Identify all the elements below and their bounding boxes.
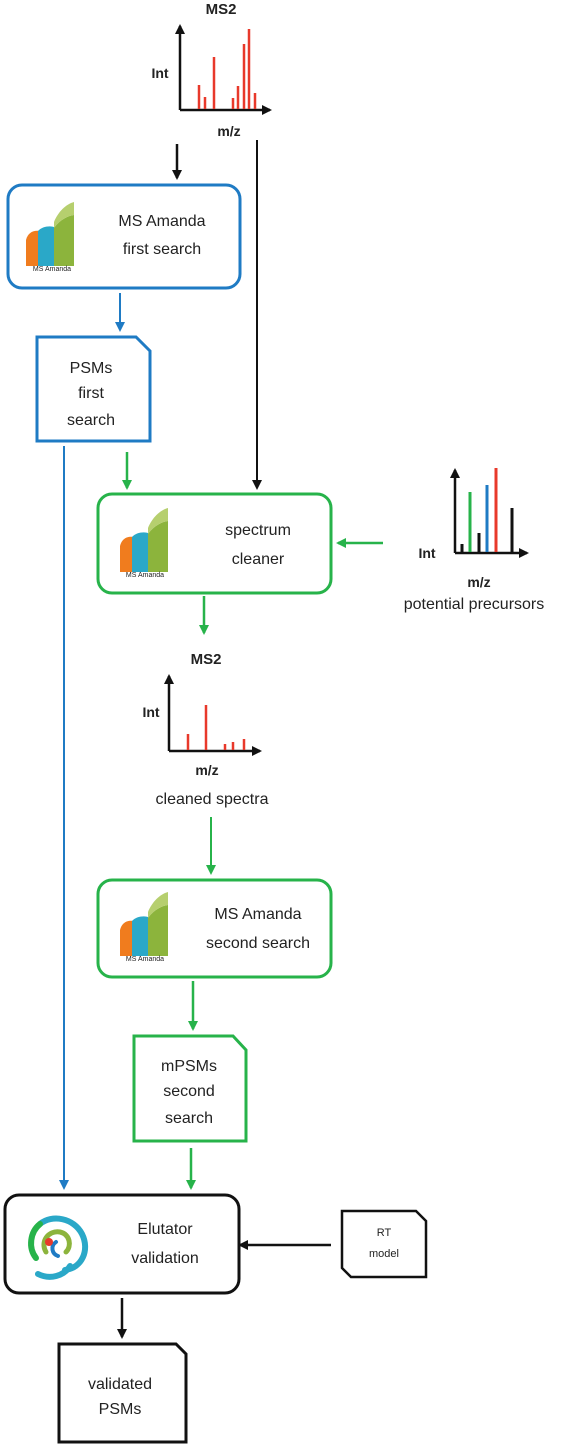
validated-doc xyxy=(57,1342,188,1444)
spectrum-top-xlabel: m/z xyxy=(217,123,240,139)
first-search-line2: first search xyxy=(123,241,201,258)
mpsms-second-line2: second xyxy=(163,1083,215,1100)
spectrum-precursors-peaks xyxy=(460,468,514,552)
spectrum-top-peaks xyxy=(197,29,257,109)
elutator-logo-icon xyxy=(28,1215,89,1280)
first-search-line1: MS Amanda xyxy=(118,213,205,230)
spectrum-cleaner-line2: cleaner xyxy=(232,551,285,568)
spectrum-cleaned: MS2 Int m/z cleaned spectra xyxy=(142,651,268,808)
second-search-line2: second search xyxy=(206,935,310,952)
spectrum-cleaner-logo-text: MS Amanda xyxy=(126,572,164,579)
rt-model-doc xyxy=(340,1209,428,1279)
spectrum-precursors-caption: potential precursors xyxy=(404,596,545,613)
spectrum-cleaned-peaks xyxy=(186,705,246,750)
node-first-search[interactable]: MS Amanda MS Amanda first search xyxy=(6,183,242,290)
node-psms-first[interactable]: PSMs first search xyxy=(35,335,152,443)
spectrum-precursors: Int m/z potential precursors xyxy=(404,468,545,613)
psms-first-line3: search xyxy=(67,412,115,429)
mpsms-second-line1: mPSMs xyxy=(161,1058,217,1075)
mpsms-second-line3: search xyxy=(165,1110,213,1127)
node-mpsms-second[interactable]: mPSMs second search xyxy=(132,1034,248,1143)
node-validated[interactable]: validated PSMs xyxy=(57,1342,188,1444)
spectrum-cleaned-title: MS2 xyxy=(191,651,222,668)
psms-first-doc xyxy=(35,335,152,443)
psms-first-line2: first xyxy=(78,385,104,402)
spectrum-cleaner-line1: spectrum xyxy=(225,522,291,539)
node-spectrum-cleaner[interactable]: MS Amanda spectrum cleaner xyxy=(96,492,333,595)
node-second-search[interactable]: MS Amanda MS Amanda second search xyxy=(96,878,333,979)
spectrum-top-title: MS2 xyxy=(206,1,237,18)
node-rt-model[interactable]: RT model xyxy=(340,1209,428,1279)
first-search-logo-text: MS Amanda xyxy=(33,266,71,273)
elutator-line1: Elutator xyxy=(137,1221,193,1238)
second-search-logo-text: MS Amanda xyxy=(126,956,164,963)
spectrum-cleaned-caption: cleaned spectra xyxy=(156,791,269,808)
spectrum-cleaned-xlabel: m/z xyxy=(195,762,218,778)
spectrum-cleaned-ylabel: Int xyxy=(142,704,159,720)
psms-first-line1: PSMs xyxy=(70,360,113,377)
second-search-line1: MS Amanda xyxy=(214,906,301,923)
elutator-box xyxy=(3,1193,241,1295)
spectrum-precursors-ylabel: Int xyxy=(418,545,435,561)
rt-model-line2: model xyxy=(369,1248,399,1260)
spectrum-top: MS2 Int m/z xyxy=(151,1,272,139)
spectrum-top-ylabel: Int xyxy=(151,65,168,81)
rt-model-line1: RT xyxy=(377,1227,392,1239)
node-elutator[interactable]: Elutator validation xyxy=(3,1193,241,1295)
mpsms-second-doc xyxy=(132,1034,248,1143)
connectors xyxy=(59,140,383,1339)
elutator-line2: validation xyxy=(131,1250,199,1267)
validated-line1: validated xyxy=(88,1376,152,1393)
validated-line2: PSMs xyxy=(99,1401,142,1418)
spectrum-precursors-xlabel: m/z xyxy=(467,574,490,590)
